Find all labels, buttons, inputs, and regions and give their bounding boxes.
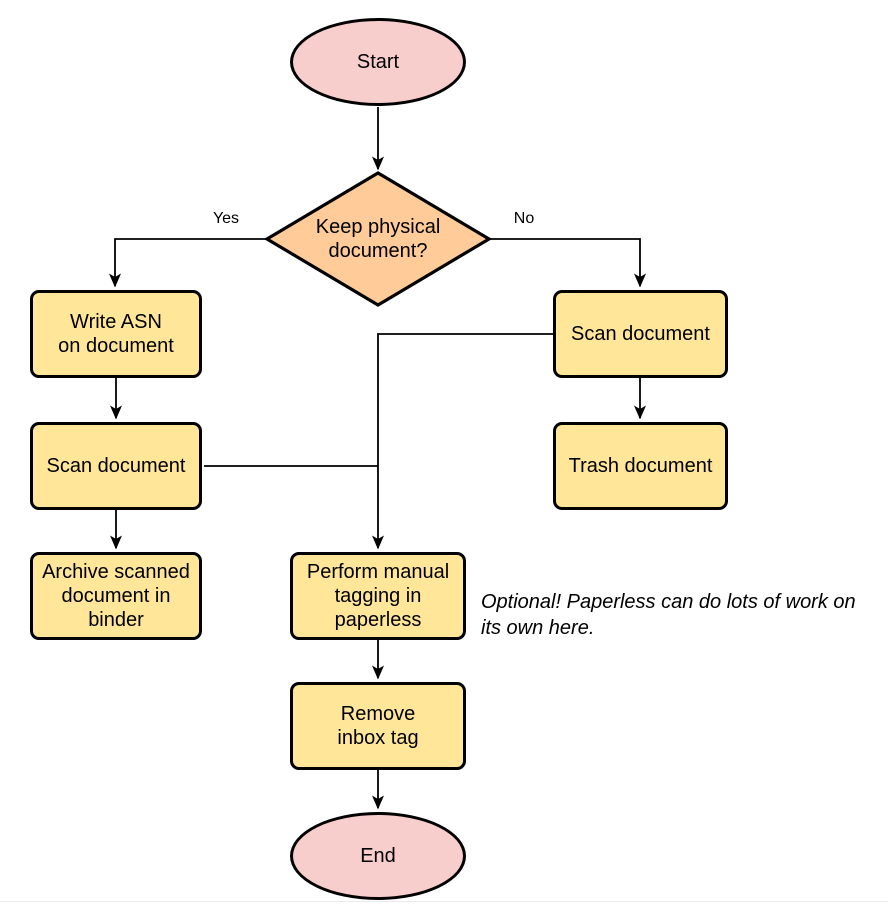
decision-diamond-shape bbox=[263, 171, 493, 307]
node-scan-document-right-label: Scan document bbox=[571, 323, 710, 345]
node-archive-binder: Archive scanned document in binder bbox=[30, 552, 202, 640]
bottom-divider bbox=[0, 901, 888, 902]
node-end: End bbox=[290, 812, 466, 900]
node-archive-binder-label: Archive scanned document in binder bbox=[42, 561, 190, 631]
edge-scanright-to-tagging bbox=[372, 333, 553, 550]
node-scan-document-left-label: Scan document bbox=[46, 455, 186, 477]
node-manual-tagging: Perform manual tagging in paperless bbox=[290, 552, 466, 640]
node-scan-document-left: Scan document bbox=[30, 422, 202, 510]
node-end-label: End bbox=[360, 845, 396, 867]
node-start-label: Start bbox=[356, 51, 400, 73]
node-remove-inbox-tag-label: Remove inbox tag bbox=[337, 703, 419, 749]
node-decision: Keep physical document? bbox=[278, 212, 478, 266]
edge-decision-yes bbox=[109, 238, 267, 288]
edge-label-no: No bbox=[500, 210, 548, 228]
node-manual-tagging-label: Perform manual tagging in paperless bbox=[306, 561, 450, 631]
node-trash-document: Trash document bbox=[553, 422, 728, 510]
node-decision-label: Keep physical document? bbox=[315, 216, 441, 262]
node-trash-document-label: Trash document bbox=[568, 455, 713, 477]
node-remove-inbox-tag: Remove inbox tag bbox=[290, 682, 466, 770]
node-write-asn-label: Write ASN on document bbox=[58, 311, 174, 357]
node-start: Start bbox=[290, 18, 466, 106]
node-scan-document-right: Scan document bbox=[553, 290, 728, 378]
optional-note: Optional! Paperless can do lots of work … bbox=[481, 591, 856, 639]
edge-decision-no bbox=[489, 238, 646, 288]
node-write-asn: Write ASN on document bbox=[30, 290, 202, 378]
edge-label-yes: Yes bbox=[202, 210, 250, 228]
